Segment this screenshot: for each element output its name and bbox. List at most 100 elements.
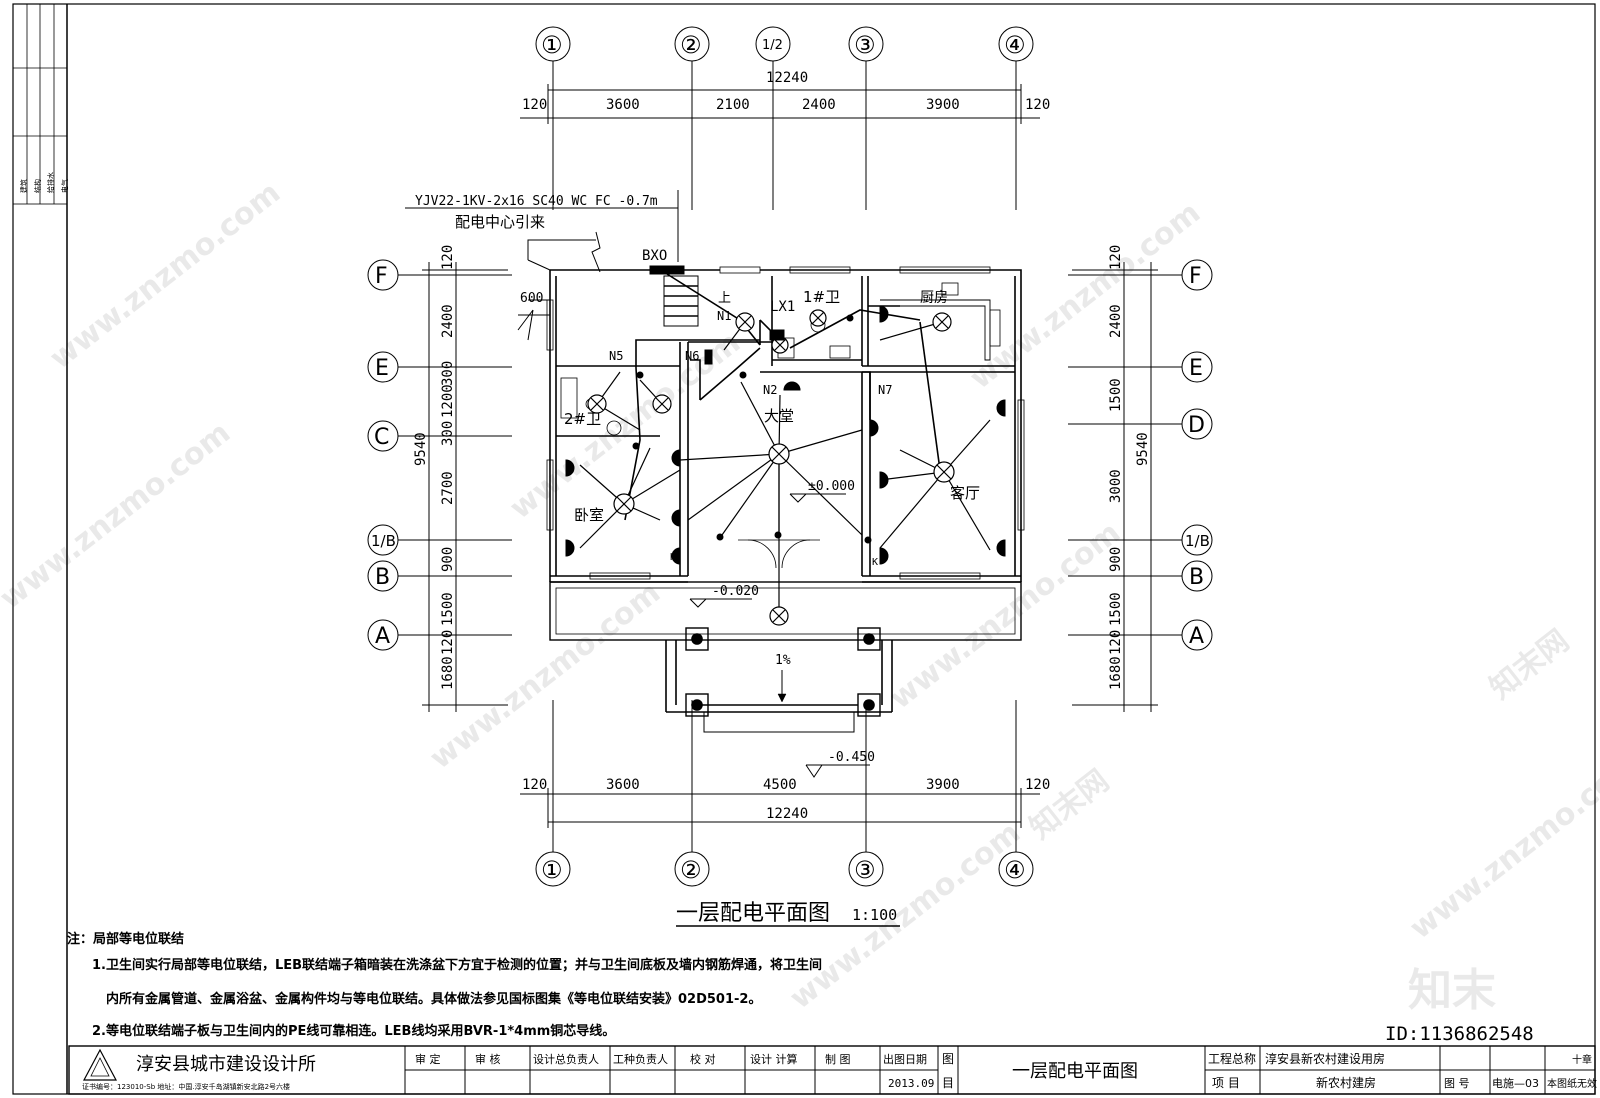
dim-seg: 120 — [1025, 97, 1050, 113]
drawing-no-label: 图 号 — [1444, 1077, 1470, 1090]
item-name: 新农村建房 — [1316, 1075, 1376, 1090]
project-label: 工程总称 — [1208, 1051, 1256, 1066]
dim-seg: 3000 — [1108, 469, 1124, 503]
discipline-bar — [12, 3, 68, 205]
dim-seg: 2400 — [1108, 304, 1124, 338]
socket-icon — [879, 547, 889, 565]
axis-bubble-label: ② — [680, 31, 702, 59]
room-label-bedroom: 卧室 — [574, 506, 604, 524]
room-label-bath2: 2#卫 — [564, 410, 601, 428]
drawing-scale: 1:100 — [852, 906, 897, 924]
switch-icon — [632, 442, 640, 450]
watermark-brand: 知末网 — [1483, 623, 1575, 706]
dim-total: 9540 — [1135, 432, 1151, 466]
dim-seg: 3900 — [926, 777, 960, 793]
plan-labels: N1 N2 N5 N6 N7 LX1 上 1#卫 2#卫 厨房 大堂 卧室 客厅… — [564, 288, 980, 668]
ceiling-lamp-lobby — [771, 336, 789, 354]
socket-icon — [996, 399, 1006, 417]
level-label: -0.450 — [828, 750, 875, 765]
discipline-struct: 结构 — [33, 179, 42, 193]
watermark-layer: www.znzmo.com www.znzmo.com www.znzmo.co… — [0, 175, 1600, 1016]
circuit-label-n1: N1 — [717, 309, 731, 323]
axis-bubble-label: ③ — [854, 856, 876, 884]
socket-icon — [783, 381, 801, 391]
ceiling-lamp-bath2 — [587, 394, 607, 414]
switch-icon — [739, 371, 747, 379]
circuit-label-n2: N2 — [763, 383, 777, 397]
level-label: ±0.000 — [808, 479, 855, 494]
dim-seg: 120 — [1025, 777, 1050, 793]
role-label: 校 对 — [690, 1052, 716, 1066]
dim-seg: 3600 — [606, 97, 640, 113]
discipline-plumb: 给排水 — [46, 172, 55, 193]
dim-seg: 300 — [440, 421, 456, 446]
dim-seg: 2400 — [440, 304, 456, 338]
axis-bubble-label: E — [1189, 356, 1203, 381]
role-label: 设计总负责人 — [533, 1052, 599, 1066]
dim-seg: 1500 — [1108, 592, 1124, 626]
axis-bubble-label: C — [374, 425, 389, 450]
discipline-elec: 电气 — [60, 179, 69, 193]
switch-icon — [636, 371, 644, 379]
axis-bubble-label: ④ — [1004, 31, 1026, 59]
dim-seg: 2700 — [440, 471, 456, 505]
ceiling-lamp-bedroom — [613, 493, 635, 515]
notes-line: 内所有金属管道、金属浴盆、金属构件均与等电位联结。具体做法参见国标图集《等电位联… — [106, 992, 762, 1007]
room-label-hall: 大堂 — [764, 407, 794, 425]
discipline-arch: 建筑 — [19, 179, 28, 193]
watermark-logo: 知末 — [1408, 965, 1496, 1016]
socket-icon — [565, 539, 575, 557]
panel-label-lx1: LX1 — [770, 299, 795, 315]
watermark-text: www.znzmo.com — [43, 175, 287, 376]
company-name: 淳安县城市建设设计所 — [136, 1054, 316, 1075]
axis-bubble-label: B — [1189, 565, 1204, 590]
ceiling-lamp-kitchen — [932, 312, 952, 332]
issue-date: 2013.09 — [888, 1077, 934, 1090]
axis-bubble-label: F — [375, 264, 388, 289]
dim-seg: 1680 — [440, 656, 456, 690]
ceiling-lamp-porch — [769, 606, 789, 626]
title-block — [68, 1045, 1596, 1095]
dim-label: 600 — [520, 291, 543, 306]
axis-bubble-label: 1/B — [371, 532, 396, 550]
dim-seg: 900 — [440, 547, 456, 572]
drawing-title: 一层配电平面图 — [676, 901, 830, 926]
switch-k-label: K — [670, 552, 676, 563]
dim-seg: 120 — [1108, 245, 1124, 270]
role-label: 制 图 — [825, 1053, 851, 1066]
role-label: 审 定 — [415, 1052, 441, 1066]
axis-bubble-label: 1/B — [1185, 532, 1210, 550]
switch-icon — [774, 531, 782, 539]
dim-seg: 3900 — [926, 97, 960, 113]
axis-bubble-label: B — [375, 565, 390, 590]
notes-line: 2.等电位联结端子板与卫生间内的PE线可靠相连。LEB线均采用BVR-1*4mm… — [92, 1024, 616, 1039]
top-grid-axes: ① ② 1/2 ③ ④ 12240 120 3600 2100 2400 390… — [520, 26, 1050, 210]
notes-line: 1.卫生间实行局部等电位联结，LEB联结端子箱暗装在洗涤盆下方宜于检测的位置；并… — [92, 958, 823, 973]
axis-bubble-label: ① — [541, 31, 563, 59]
dim-seg: 120 — [1108, 630, 1124, 655]
level-label: -0.020 — [712, 584, 759, 599]
ceiling-lamp-stair — [735, 312, 755, 332]
axis-bubble-label: A — [375, 624, 390, 649]
switch-icon — [716, 533, 724, 541]
cable-entry — [405, 190, 685, 341]
wiring — [624, 273, 941, 521]
dim-seg: 1200 — [440, 384, 456, 418]
socket-icon — [671, 449, 681, 467]
axis-bubble-label: D — [1188, 413, 1205, 438]
socket-icon — [671, 547, 681, 565]
dim-seg: 4500 — [763, 777, 797, 793]
item-label: 项 目 — [1212, 1076, 1240, 1090]
watermark-brand: 知末网 — [1023, 763, 1115, 846]
axis-bubble-label: A — [1189, 624, 1204, 649]
axis-bubble-label: 1/2 — [762, 38, 783, 53]
dim-seg: 1500 — [1108, 378, 1124, 412]
dim-seg: 120 — [522, 777, 547, 793]
watermark-text: www.znzmo.com — [1403, 745, 1600, 946]
date-label: 出图日期 — [883, 1052, 927, 1066]
stamp-note: 本图纸无效 — [1547, 1077, 1597, 1090]
left-grid-axes: F E C 1/B B A 9540 120 2400 300 1200 300… — [367, 245, 512, 712]
role-label: 审 核 — [475, 1052, 501, 1066]
axis-bubble-label: ② — [680, 856, 702, 884]
